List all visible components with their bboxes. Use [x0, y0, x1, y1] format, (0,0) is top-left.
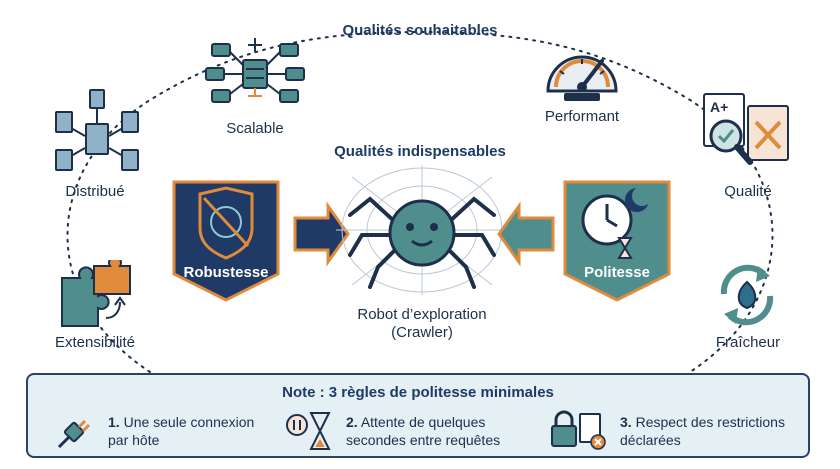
- puzzle-icon: [61, 260, 131, 327]
- speedometer-icon: [546, 55, 618, 101]
- spider-crawler-icon: [336, 165, 508, 295]
- distributed-servers-icon: [55, 89, 139, 171]
- rule-2-number: 2.: [346, 414, 358, 430]
- quality-label-fraicheur: Fraîcheur: [715, 334, 781, 351]
- clock-moon-icon: [581, 186, 652, 259]
- shield-icon: [198, 186, 254, 260]
- rule-1: 1. Une seule connexion par hôte: [108, 413, 254, 449]
- robustesse-badge: [172, 180, 350, 302]
- quality-label-extensibilite: Extensibilité: [54, 334, 136, 351]
- rule-3-line1: Respect des restrictions: [635, 414, 785, 430]
- refresh-leaf-icon: [720, 264, 774, 326]
- server-network-icon: [205, 38, 305, 103]
- plug-icon: [57, 419, 91, 449]
- lock-document-icon: [551, 410, 606, 450]
- note-title: Note : 3 règles de politesse minimales: [282, 384, 554, 401]
- inner-qualities-title: Qualités indispensables: [334, 143, 506, 160]
- badge-label-robustesse: Robustesse: [183, 264, 269, 281]
- hourglass-pause-icon: [286, 412, 331, 450]
- rule-2-line2: secondes entre requêtes: [346, 432, 501, 448]
- outer-qualities-title: Qualités souhaitables: [342, 22, 498, 39]
- politesse-badge: [497, 180, 671, 302]
- svg-text:A+: A+: [710, 99, 728, 115]
- center-label-line2: (Crawler): [391, 324, 453, 341]
- rule-3: 3. Respect des restrictions déclarées: [620, 413, 785, 449]
- quality-label-distribue: Distribué: [65, 183, 125, 200]
- quality-label-scalable: Scalable: [226, 120, 284, 137]
- politeness-note-panel: Note : 3 règles de politesse minimales 1…: [26, 373, 810, 458]
- rule-1-number: 1.: [108, 414, 120, 430]
- rule-3-line2: déclarées: [620, 432, 681, 448]
- quality-label-performant: Performant: [544, 108, 620, 125]
- rule-3-number: 3.: [620, 414, 632, 430]
- rule-2: 2. Attente de quelques secondes entre re…: [346, 413, 500, 449]
- rule-1-line2: par hôte: [108, 432, 160, 448]
- badge-label-politesse: Politesse: [584, 264, 650, 281]
- quality-label-qualite: Qualité: [724, 183, 772, 200]
- quality-check-icon: A+: [703, 93, 789, 165]
- center-label-line1: Robot d’exploration: [357, 306, 487, 323]
- rule-1-line1: Une seule connexion: [123, 414, 255, 430]
- rule-2-line1: Attente de quelques: [360, 414, 486, 430]
